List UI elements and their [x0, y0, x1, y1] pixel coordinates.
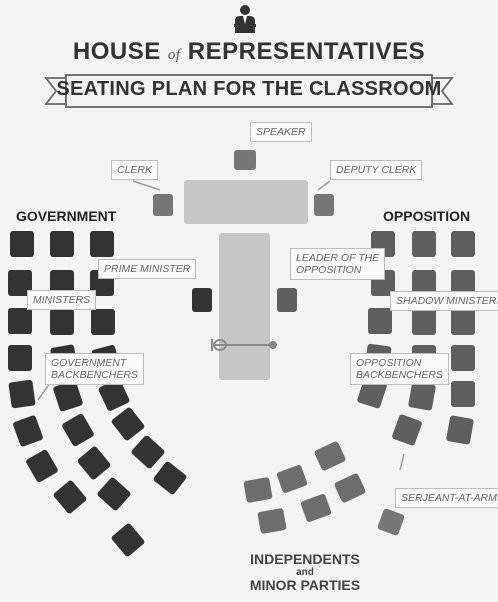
opp-back-line2: BACKBENCHERS	[356, 369, 443, 381]
government-seat[interactable]	[111, 406, 146, 441]
government-seat[interactable]	[52, 479, 87, 514]
government-seat[interactable]	[12, 415, 43, 448]
gov-back-line1: GOVERNMENT	[51, 357, 127, 369]
serjeant-at-arms-label: SERJEANT-AT-ARMS	[395, 488, 498, 508]
prime-minister-label: PRIME MINISTER	[98, 259, 197, 279]
crossbench-seat[interactable]	[257, 508, 287, 534]
mace-icon	[211, 339, 277, 351]
government-seat[interactable]	[152, 461, 187, 496]
page-subtitle: SEATING PLAN FOR THE CLASSROOM	[56, 78, 442, 100]
independents-line1: INDEPENDENTS	[250, 551, 360, 567]
leader-of-opposition-seat[interactable]	[277, 288, 297, 312]
opposition-seat[interactable]	[451, 231, 475, 257]
opposition-seat[interactable]	[412, 309, 436, 335]
crossbench-seat[interactable]	[243, 477, 273, 503]
opposition-seat[interactable]	[391, 414, 422, 447]
opposition-seat[interactable]	[451, 345, 475, 371]
serjeant-at-arms-seat[interactable]	[377, 508, 405, 536]
government-seat[interactable]	[61, 413, 95, 448]
government-seat[interactable]	[53, 380, 84, 412]
opposition-seat[interactable]	[451, 309, 475, 335]
title-house: HOUSE	[72, 38, 161, 65]
opp-back-line1: OPPOSITION	[356, 357, 422, 369]
opposition-seat[interactable]	[451, 381, 475, 407]
leader-of-opposition-label: LEADER OF THE OPPOSITION	[290, 248, 386, 280]
opposition-seat[interactable]	[357, 377, 388, 409]
government-seat[interactable]	[96, 476, 131, 511]
opposition-seat[interactable]	[368, 308, 392, 334]
shadow-ministers-label: SHADOW MINISTERS	[390, 291, 498, 311]
government-seat[interactable]	[110, 522, 145, 557]
opposition-heading: OPPOSITION	[383, 208, 471, 224]
leader-label-line1: LEADER OF THE	[296, 252, 380, 264]
independents-heading: INDEPENDENTS and MINOR PARTIES	[230, 552, 380, 593]
government-heading: GOVERNMENT	[16, 208, 117, 224]
deputy-clerk-seat[interactable]	[314, 194, 334, 216]
government-seat[interactable]	[10, 231, 34, 257]
opposition-backbenchers-label: OPPOSITION BACKBENCHERS	[350, 353, 449, 385]
ministers-label: MINISTERS	[27, 290, 97, 310]
deputy-clerk-label: DEPUTY CLERK	[330, 160, 423, 180]
government-seat[interactable]	[8, 270, 32, 296]
subtitle-ribbon	[44, 74, 454, 108]
crossbench-seat[interactable]	[334, 473, 367, 504]
crossbench-seat[interactable]	[300, 493, 332, 523]
opposition-seat[interactable]	[412, 270, 436, 296]
opposition-seat[interactable]	[408, 381, 436, 411]
government-backbenchers-label: GOVERNMENT BACKBENCHERS	[45, 353, 144, 385]
government-seat[interactable]	[25, 449, 59, 484]
opposition-seat[interactable]	[451, 270, 475, 296]
government-seat[interactable]	[8, 345, 32, 371]
government-seat[interactable]	[50, 270, 74, 296]
page-title: HOUSE of REPRESENTATIVES	[0, 38, 498, 66]
central-table	[219, 233, 270, 380]
government-seat[interactable]	[130, 434, 165, 469]
leader-label-line2: OPPOSITION	[296, 264, 362, 276]
crossbench-seat[interactable]	[276, 464, 308, 494]
speaker-label: SPEAKER	[250, 122, 312, 142]
gov-back-line2: BACKBENCHERS	[51, 369, 138, 381]
crossbench-seat[interactable]	[314, 441, 347, 472]
speaker-table	[184, 180, 308, 224]
government-seat[interactable]	[90, 231, 114, 257]
opposition-seat[interactable]	[412, 231, 436, 257]
person-icon	[234, 5, 256, 33]
government-seat[interactable]	[8, 379, 36, 409]
title-of: of	[167, 47, 181, 63]
government-seat[interactable]	[98, 378, 131, 412]
speaker-seat[interactable]	[234, 150, 256, 170]
independents-and: and	[296, 567, 314, 578]
government-seat[interactable]	[50, 309, 74, 335]
government-seat[interactable]	[91, 309, 115, 335]
clerk-label: CLERK	[111, 160, 159, 180]
title-representatives: REPRESENTATIVES	[187, 38, 426, 65]
prime-minister-seat[interactable]	[192, 288, 212, 312]
government-seat[interactable]	[8, 308, 32, 334]
opposition-seat[interactable]	[446, 415, 474, 445]
clerk-seat[interactable]	[153, 194, 173, 216]
government-seat[interactable]	[76, 445, 111, 480]
government-seat[interactable]	[50, 231, 74, 257]
independents-line2: MINOR PARTIES	[249, 577, 361, 593]
